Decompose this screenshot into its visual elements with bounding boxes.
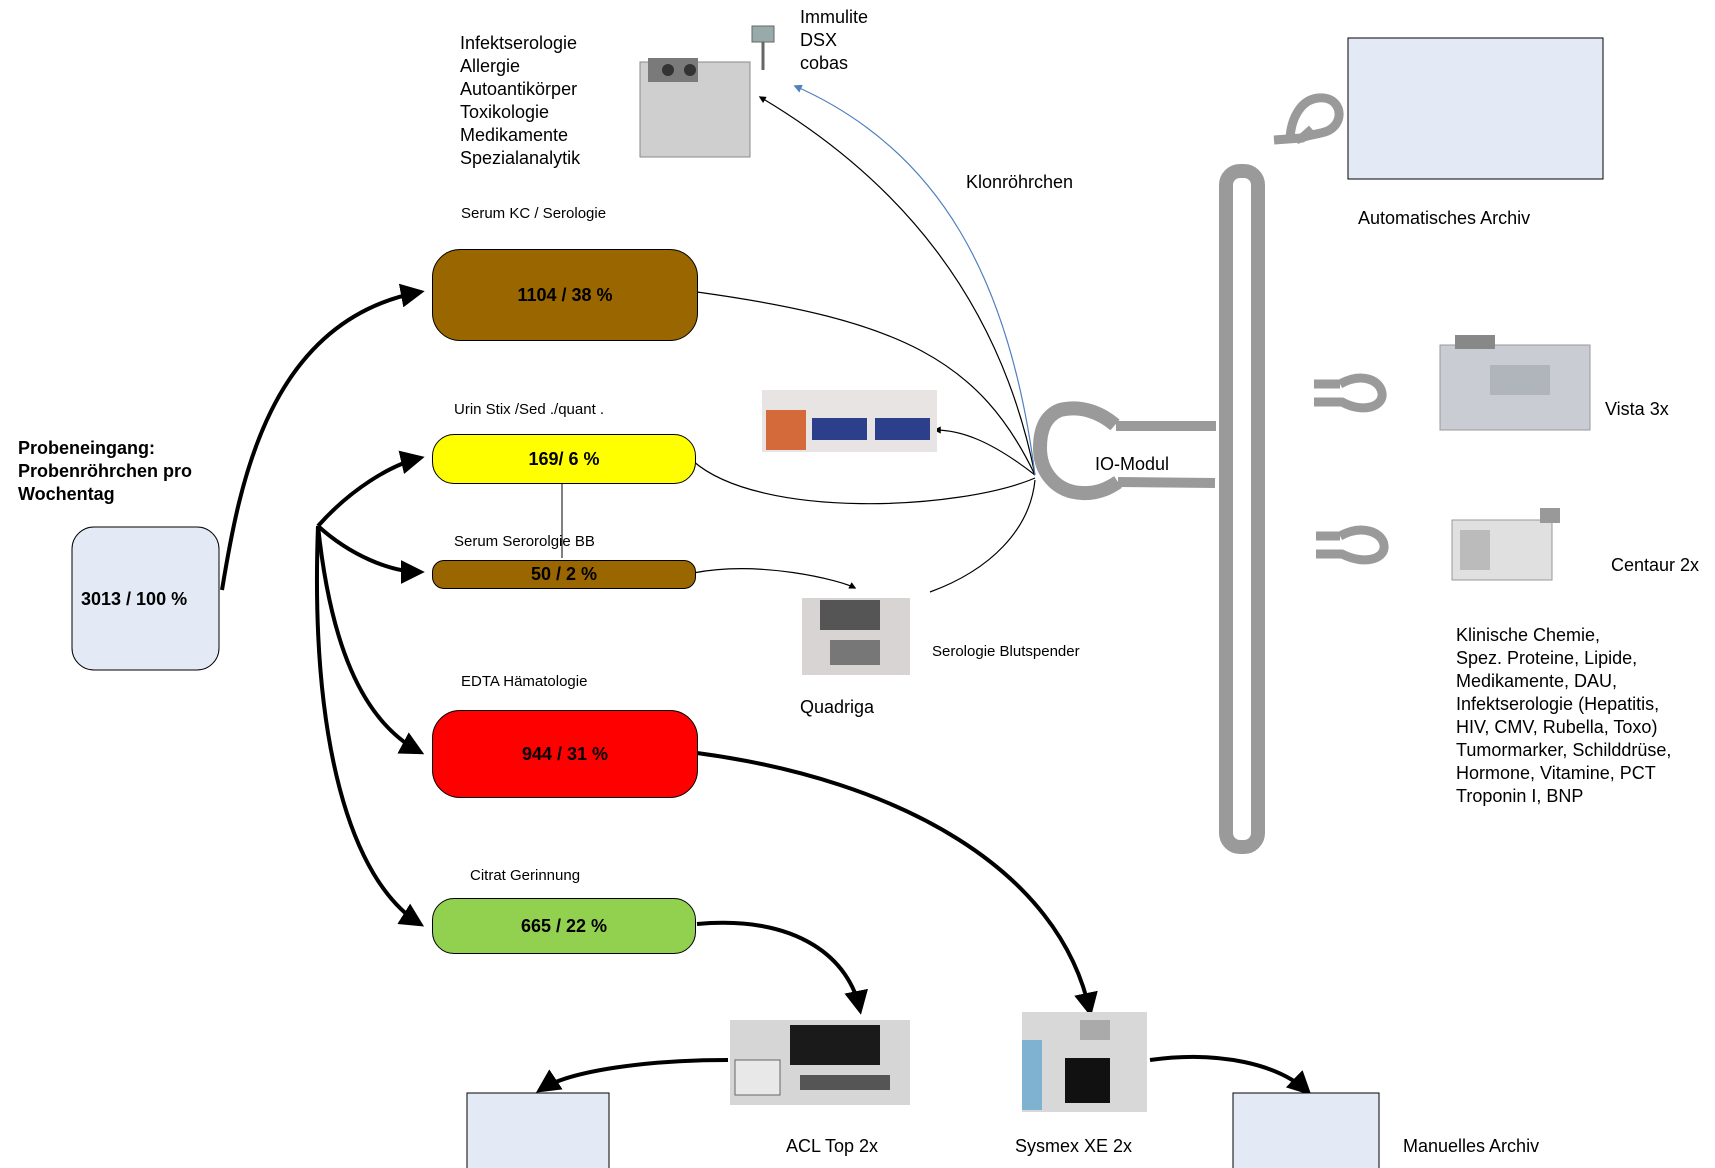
automatic-archive-box [1347,37,1604,180]
specialty-test: Allergie [460,56,521,76]
specialty-analyzer: DSX [800,30,838,50]
quadriga-image [802,598,910,675]
specialty-analyzer: Immulite [800,7,869,27]
specialty-tests: Infektserologie Allergie Autoantikörper … [460,32,580,170]
track-ports [1273,93,1389,565]
vista-label: Vista 3x [1605,399,1669,419]
stream-edta: 944 / 31 % [432,710,698,798]
vista-image [1439,335,1591,431]
io-module-right [1117,477,1216,488]
left-archive-box [466,1092,610,1168]
quadriga-name: Quadriga [800,697,875,717]
klonroehrchen-label: Klonröhrchen [966,172,1074,192]
stream-edta-value: 944 / 31 % [521,743,609,764]
io-module-label: IO-Modul [1095,454,1170,474]
track-test: Tumormarker, Schilddrüse, [1456,740,1672,760]
automatic-archive-label: Automatisches Archiv [1358,208,1531,228]
stream-serum-kc: 1104 / 38 % [432,249,698,341]
intake-title-line: Wochentag [18,484,115,504]
intake-box [71,526,220,671]
specialty-analyzer-image [639,25,775,158]
intake-title-line: Probenröhrchen pro [18,461,193,481]
manual-archive-label: Manuelles Archiv [1403,1136,1540,1156]
acl-image [730,1020,910,1105]
stream-urin-value: 169/ 6 % [528,448,600,469]
intake-title-line: Probeneingang: [18,438,156,458]
io-module-left [1032,401,1122,501]
track-tests: Klinische Chemie, Spez. Proteine, Lipide… [1456,624,1671,808]
acl-label: ACL Top 2x [786,1136,879,1156]
track-test: Klinische Chemie, [1456,625,1601,645]
stream-citrat-value: 665 / 22 % [520,915,608,936]
track-test: HIV, CMV, Rubella, Toxo) [1456,717,1658,737]
track-test: Spez. Proteine, Lipide, [1456,648,1638,668]
centaur-image [1451,508,1560,581]
track-test: Troponin I, BNP [1456,786,1584,806]
analyzer-arrows [536,751,1312,1096]
stream-label-urin: Urin Stix /Sed ./quant . [454,401,605,418]
manual-archive-box [1232,1092,1380,1168]
urine-analyzer-image [762,390,937,452]
intake-arrows [220,283,425,927]
sysmex-label: Sysmex XE 2x [1015,1136,1133,1156]
stream-urin: 169/ 6 % [432,434,696,484]
stream-label-edta: EDTA Hämatologie [461,673,588,690]
specialty-test: Toxikologie [460,102,550,122]
stream-label-serum-bb: Serum Serorolgie BB [454,533,595,550]
specialty-test: Infektserologie [460,33,578,53]
quadriga-subtitle: Serologie Blutspender [932,643,1080,660]
stream-serum-bb: 50 / 2 % [432,560,696,589]
specialty-analyzers: Immulite DSX cobas [800,6,868,75]
conveyor-track [1219,164,1265,854]
stream-label-serum-kc: Serum KC / Serologie [461,205,607,222]
stream-citrat: 665 / 22 % [432,898,696,954]
track-test: Infektserologie (Hepatitis, [1456,694,1660,714]
specialty-test: Autoantikörper [460,79,578,99]
stream-serum-bb-value: 50 / 2 % [530,564,598,584]
specialty-analyzer: cobas [800,53,849,73]
specialty-test: Medikamente [460,125,569,145]
intake-title: Probeneingang: Probenröhrchen pro Wochen… [18,437,192,506]
specialty-test: Spezialanalytik [460,148,581,168]
centaur-label: Centaur 2x [1611,555,1700,575]
track-test: Medikamente, DAU, [1456,671,1618,691]
intake-total: 3013 / 100 % [81,589,188,609]
stream-label-citrat: Citrat Gerinnung [470,867,581,884]
io-lines [692,96,1036,593]
sysmex-image [1022,1012,1147,1112]
stream-serum-kc-value: 1104 / 38 % [517,284,613,305]
klonroehrchen-arrow [793,84,1036,476]
track-test: Hormone, Vitamine, PCT [1456,763,1656,783]
